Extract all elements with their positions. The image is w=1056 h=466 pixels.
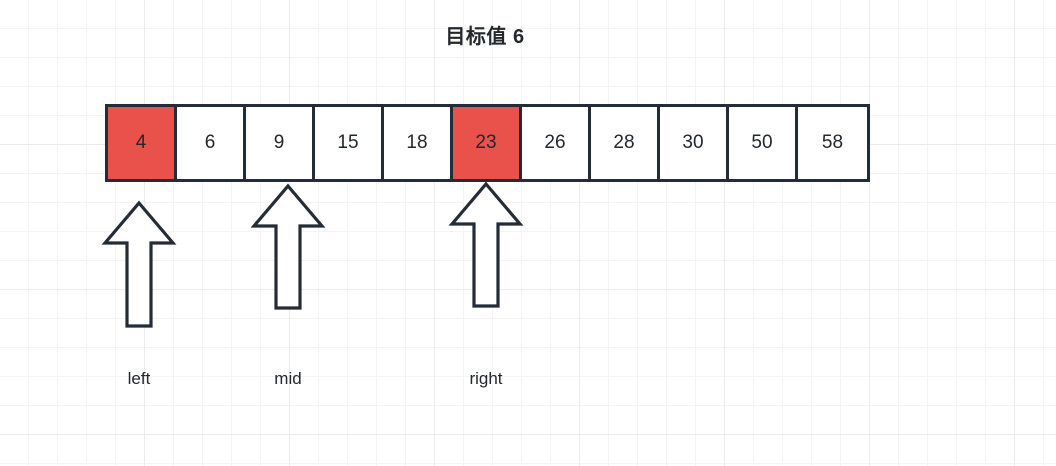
pointer-arrow-mid bbox=[250, 183, 326, 310]
array-cell-4: 18 bbox=[384, 107, 453, 179]
array-cell-1: 6 bbox=[177, 107, 246, 179]
pointer-arrow-right bbox=[448, 181, 524, 308]
pointer-label-left: left bbox=[127, 369, 151, 388]
arrow-up-icon bbox=[101, 200, 177, 328]
arrow-up-icon bbox=[448, 181, 524, 308]
array-cell-3: 15 bbox=[315, 107, 384, 179]
array-cell-10: 58 bbox=[798, 107, 867, 179]
pointer-arrow-left bbox=[101, 200, 177, 328]
page-title: 目标值 6 bbox=[445, 26, 525, 48]
array-cell-8: 30 bbox=[660, 107, 729, 179]
arrow-up-icon bbox=[250, 183, 326, 310]
array-cell-9: 50 bbox=[729, 107, 798, 179]
pointer-label-mid: mid bbox=[274, 369, 302, 388]
array-cell-0: 4 bbox=[108, 107, 177, 179]
array-cell-7: 28 bbox=[591, 107, 660, 179]
pointer-label-right: right bbox=[469, 369, 503, 388]
array-cell-2: 9 bbox=[246, 107, 315, 179]
array-cell-6: 26 bbox=[522, 107, 591, 179]
array-cell-5: 23 bbox=[453, 107, 522, 179]
